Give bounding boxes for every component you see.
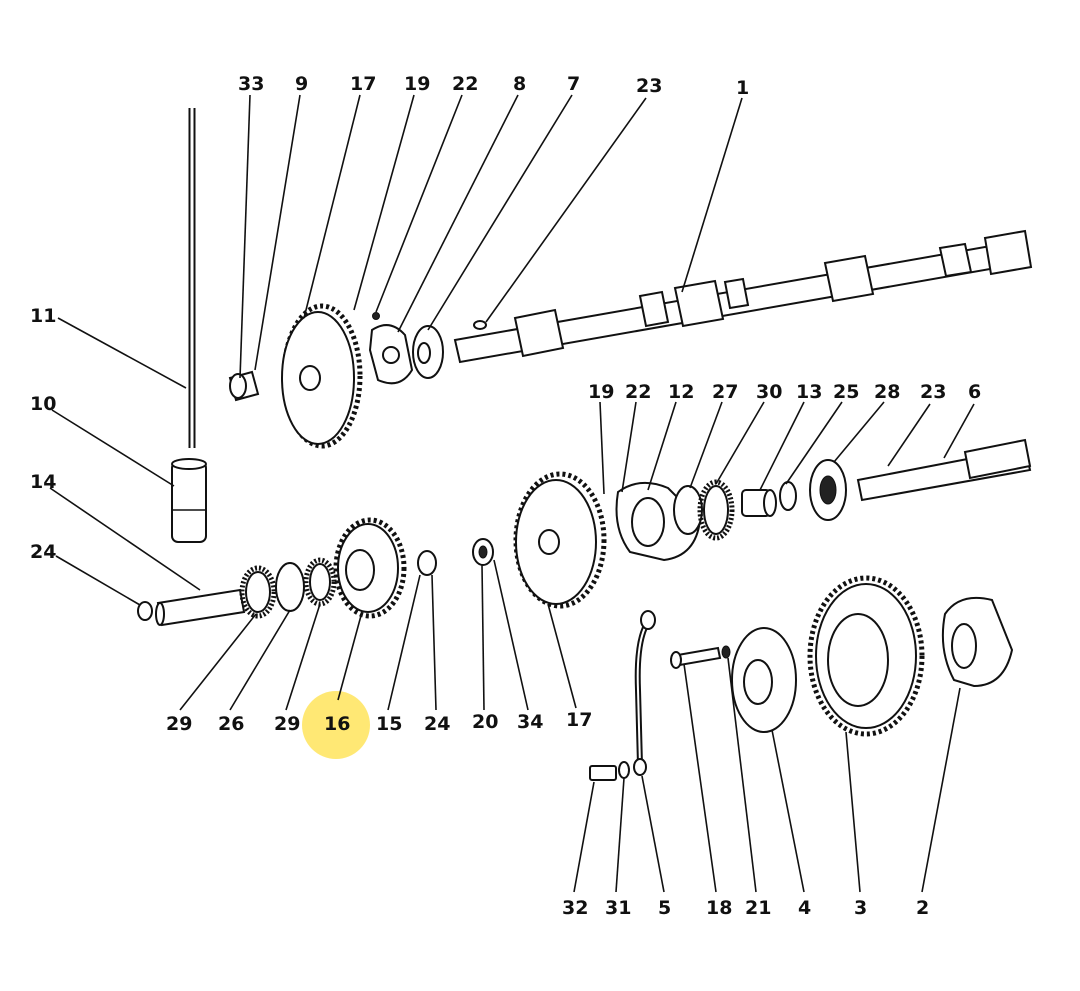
- label-13: 13: [796, 381, 822, 403]
- shim: [417, 550, 437, 576]
- gear-bolt: [228, 370, 260, 402]
- banjo-bolt: [589, 761, 630, 781]
- label-26: 26: [218, 713, 244, 735]
- label-18: 18: [706, 897, 732, 919]
- label-7: 7: [567, 73, 580, 95]
- label-34: 34: [517, 711, 543, 733]
- small-bearing: [741, 489, 777, 517]
- label-23-mid: 23: [920, 381, 946, 403]
- label-5: 5: [658, 897, 671, 919]
- oil-pipe: [633, 610, 656, 776]
- label-12: 12: [668, 381, 694, 403]
- tappet: [171, 458, 207, 543]
- roller-bearing: [673, 479, 735, 541]
- cover-bolt: [670, 645, 731, 669]
- small-bolt: [372, 312, 380, 320]
- spacer-ring: [412, 325, 444, 379]
- idler-shaft: [155, 588, 246, 627]
- circlip: [137, 601, 153, 621]
- label-3: 3: [854, 897, 867, 919]
- label-19-top: 19: [404, 73, 430, 95]
- label-33: 33: [238, 73, 264, 95]
- label-20: 20: [472, 711, 498, 733]
- flange-plate: [368, 324, 414, 385]
- label-19-mid: 19: [588, 381, 614, 403]
- label-23-top: 23: [636, 75, 662, 97]
- label-15: 15: [376, 713, 402, 735]
- ball-bearing: [809, 459, 847, 521]
- label-30: 30: [756, 381, 782, 403]
- label-4: 4: [798, 897, 811, 919]
- label-25: 25: [833, 381, 859, 403]
- camshaft-gear: [281, 303, 363, 449]
- label-1: 1: [736, 77, 749, 99]
- thrust-plate: [731, 627, 797, 733]
- label-24-left: 24: [30, 541, 56, 563]
- label-28: 28: [874, 381, 900, 403]
- label-8: 8: [513, 73, 526, 95]
- idler-gear: [333, 517, 407, 619]
- label-16-highlighted: 16: [324, 713, 350, 735]
- drive-gear: [513, 471, 607, 609]
- label-32: 32: [562, 897, 588, 919]
- label-17-top: 17: [350, 73, 376, 95]
- retaining-ring: [779, 481, 797, 511]
- highlight-marker: [302, 691, 370, 759]
- shaft-nut: [472, 538, 494, 566]
- label-6: 6: [968, 381, 981, 403]
- label-24-bottom: 24: [424, 713, 450, 735]
- label-11: 11: [30, 305, 56, 327]
- label-17-bottom: 17: [566, 709, 592, 731]
- label-22-top: 22: [452, 73, 478, 95]
- coupling-sleeve: [941, 596, 1014, 688]
- label-14: 14: [30, 471, 56, 493]
- label-22-mid: 22: [625, 381, 651, 403]
- needle-bearing: [303, 557, 337, 607]
- needle-bearing: [239, 565, 277, 619]
- label-31: 31: [605, 897, 631, 919]
- label-21: 21: [745, 897, 771, 919]
- camshaft: [453, 229, 1033, 364]
- label-9: 9: [295, 73, 308, 95]
- leader-lines: [49, 94, 975, 893]
- label-29-b: 29: [274, 713, 300, 735]
- label-29-a: 29: [166, 713, 192, 735]
- ring-gear: [807, 575, 925, 737]
- output-shaft: [856, 438, 1032, 502]
- thrust-washer: [275, 562, 305, 612]
- label-10: 10: [30, 393, 56, 415]
- label-27: 27: [712, 381, 738, 403]
- label-2: 2: [916, 897, 929, 919]
